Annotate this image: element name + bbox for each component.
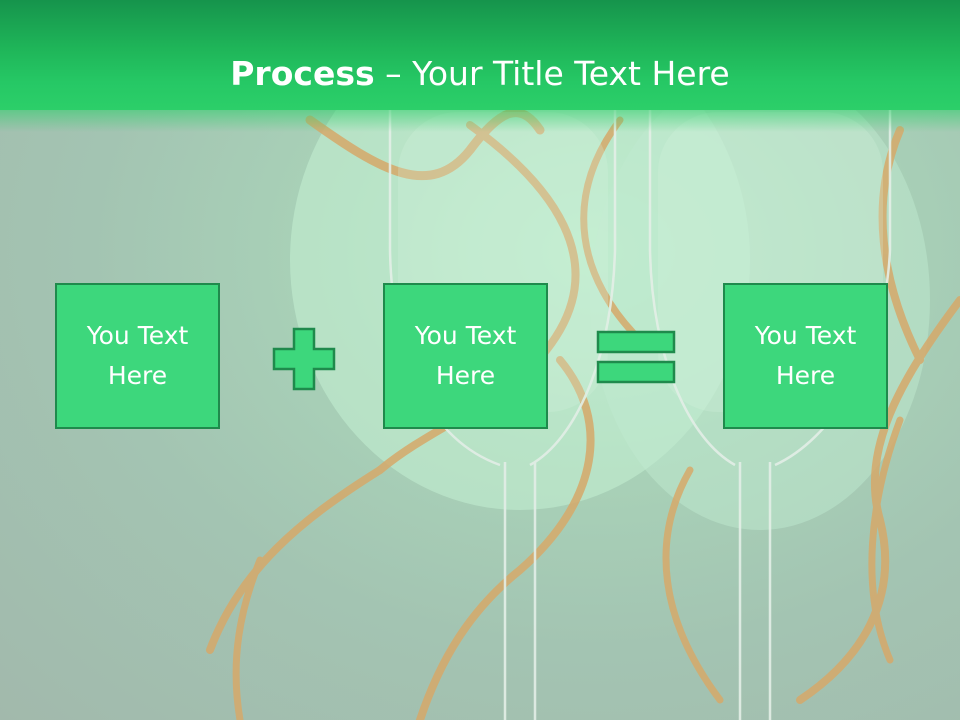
title-bar [0,0,960,110]
process-box-1-label: You Text Here [86,321,189,390]
slide-title[interactable]: Process – Your Title Text Here [0,52,960,96]
equals-icon[interactable] [596,330,676,384]
process-box-1[interactable]: You Text Here [55,283,220,429]
process-box-3[interactable]: You Text Here [723,283,888,429]
title-rest: – Your Title Text Here [374,54,730,93]
process-box-2-label: You Text Here [414,321,517,390]
title-bold: Process [230,54,375,93]
title-bar-fade [0,110,960,132]
process-box-3-label: You Text Here [754,321,857,390]
process-box-2[interactable]: You Text Here [383,283,548,429]
plus-icon[interactable] [272,327,336,391]
